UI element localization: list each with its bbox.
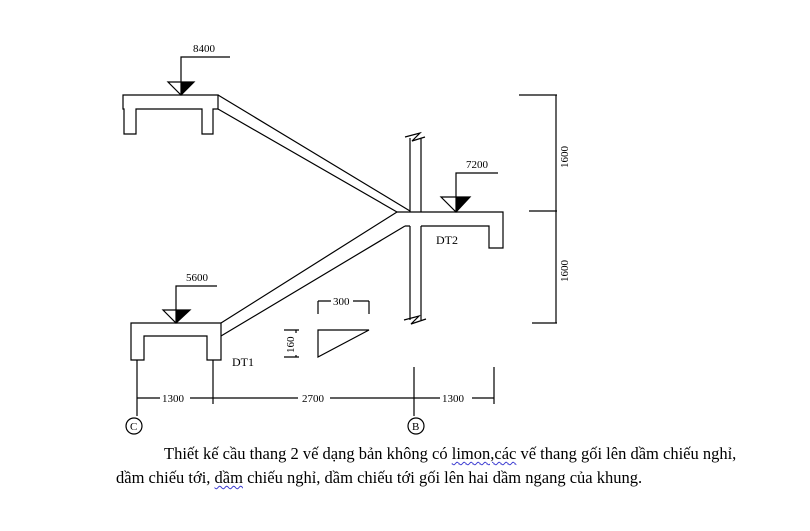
level-label-bottom: 5600: [186, 272, 209, 284]
axis-bubble-c: [125, 417, 143, 435]
axis-label-c: C: [130, 421, 137, 433]
caption-limon: limon,các: [451, 444, 517, 463]
caption-paragraph: Thiết kế cầu thang 2 vế dạng bản không c…: [116, 442, 756, 490]
dim-label-left: 1300: [162, 393, 185, 405]
beam-label-dt2: DT2: [436, 233, 458, 247]
caption-dam: dầm: [214, 468, 243, 487]
step-width-label: 300: [333, 296, 350, 308]
caption-part2: vế thang gối lên dầm chiếu nghỉ, dầm chi…: [116, 444, 737, 487]
upper-flight: [217, 94, 411, 213]
dim-label-middle: 2700: [302, 393, 325, 405]
lower-landing-slab: [130, 322, 222, 361]
lower-flight: [220, 211, 406, 337]
level-marker-right: [439, 172, 498, 213]
dim-label-upper: 1600: [559, 146, 571, 169]
dim-label-lower: 1600: [559, 260, 571, 283]
middle-landing-slab: [397, 211, 504, 249]
axis-label-b: B: [412, 421, 419, 433]
level-label-right: 7200: [466, 159, 489, 171]
axis-bubble-b: [407, 417, 425, 435]
level-marker-top-fill: [181, 82, 194, 95]
beam-label-dt1: DT1: [232, 355, 254, 369]
level-label-top: 8400: [193, 43, 216, 55]
horizontal-dimension: [136, 360, 495, 416]
dim-label-right: 1300: [442, 393, 465, 405]
column-break-top: [404, 131, 426, 142]
column-break-bottom: [403, 314, 427, 325]
caption-part1: Thiết kế cầu thang 2 vế dạng bản không c…: [164, 444, 452, 463]
level-marker-right-fill: [456, 197, 470, 212]
level-marker-bottom: [161, 285, 217, 324]
central-column: [409, 138, 422, 320]
vertical-dimension: [519, 94, 557, 324]
level-marker-bottom-fill: [176, 310, 190, 323]
top-landing-slab: [122, 94, 219, 135]
level-marker-top: [166, 56, 230, 96]
caption-part3: chiếu nghỉ, dầm chiếu tới gối lên hai dầ…: [242, 468, 643, 487]
step-height-label: 160: [285, 336, 297, 353]
